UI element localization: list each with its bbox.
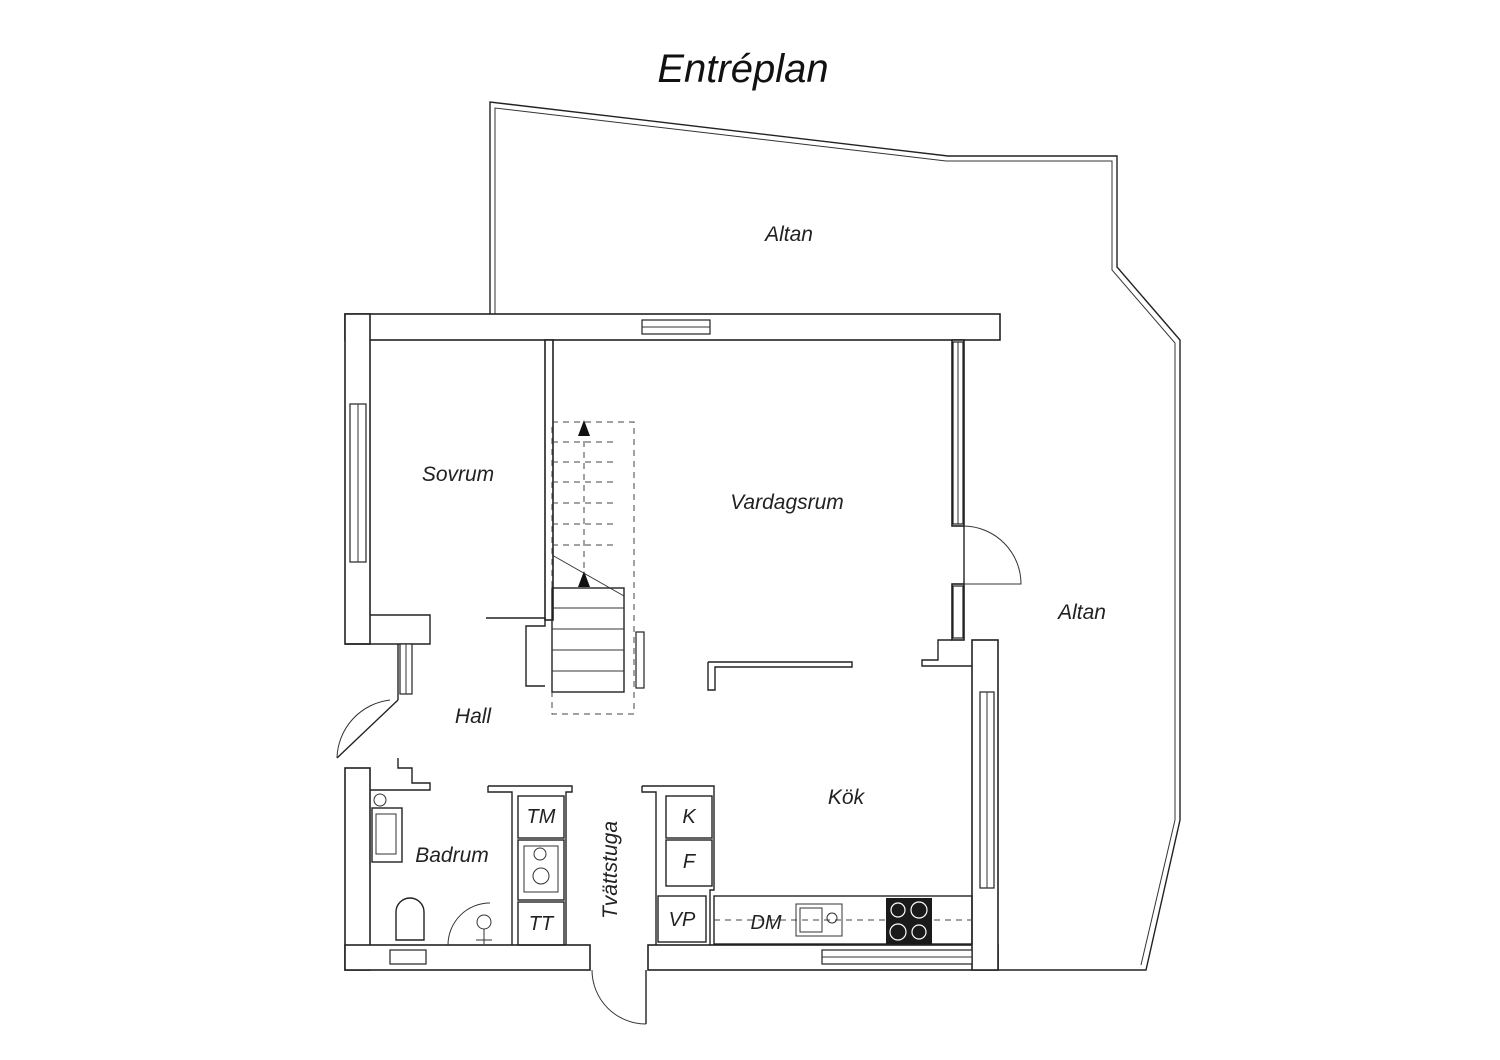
fixture-label-tm: TM (527, 806, 556, 828)
room-label-altan-right: Altan (1056, 601, 1106, 624)
room-label-tvattstuga: Tvättstuga (599, 821, 622, 919)
windows (349, 319, 995, 965)
kitchen-counter (713, 895, 973, 945)
sink-icon (371, 807, 403, 863)
stair-arrow-icon (578, 420, 590, 436)
toilet-icon (395, 897, 425, 941)
room-label-vardagsrum: Vardagsrum (730, 491, 844, 514)
house-walls (344, 313, 1001, 971)
fixture-label-f: F (683, 851, 697, 873)
fixture-label-dm: DM (750, 912, 781, 934)
staircase (551, 420, 635, 715)
room-label-kok: Kök (828, 786, 866, 809)
room-label-sovrum: Sovrum (422, 463, 494, 486)
deck-outline (489, 101, 1181, 971)
bathroom-fixtures (371, 793, 492, 944)
room-label-altan-top: Altan (763, 223, 813, 246)
stair-arrow-icon (578, 571, 590, 587)
room-label-hall: Hall (455, 705, 493, 728)
plan-title: Entréplan (657, 47, 828, 91)
room-label-badrum: Badrum (415, 844, 489, 867)
fixture-label-k: K (682, 806, 697, 828)
laundry-fixtures (487, 785, 715, 946)
doors (336, 525, 1022, 1025)
shower-icon (476, 914, 492, 930)
fixture-label-tt: TT (529, 913, 555, 935)
fixture-label-vp: VP (669, 909, 696, 931)
